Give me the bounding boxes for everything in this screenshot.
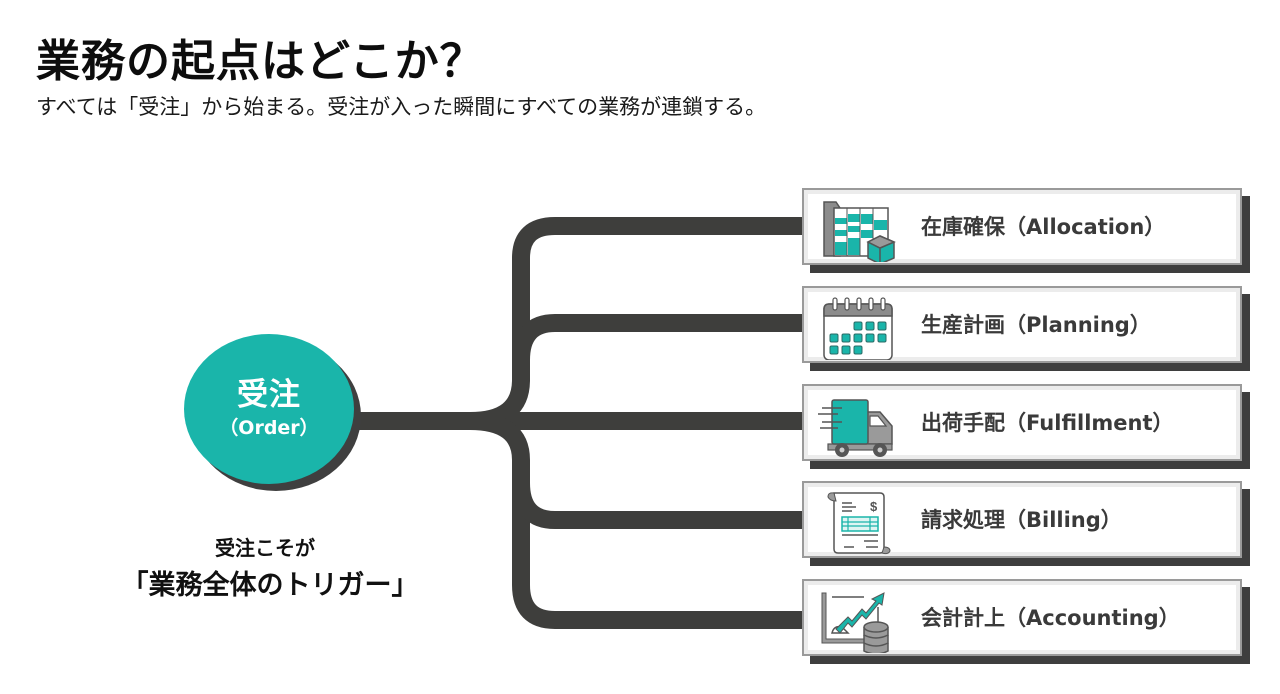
inventory-shelf-box-icon bbox=[823, 201, 896, 262]
branch-label: 会計計上（Accounting） bbox=[921, 606, 1180, 630]
branch-label: 請求処理（Billing） bbox=[921, 508, 1122, 532]
card-body: 会計計上（Accounting） bbox=[802, 579, 1242, 656]
branch-label: 生産計画（Planning） bbox=[921, 313, 1151, 337]
card-body: 在庫確保（Allocation） bbox=[802, 188, 1242, 265]
invoice-receipt-icon: $ bbox=[827, 492, 891, 555]
hub-sublabel: （Order） bbox=[219, 417, 319, 439]
calendar-icon bbox=[823, 297, 893, 360]
delivery-truck-icon bbox=[818, 399, 893, 457]
branch-card-billing: $ 請求処理（Billing） bbox=[802, 481, 1250, 566]
svg-text:$: $ bbox=[870, 499, 878, 514]
hub-label: 受注 bbox=[237, 377, 301, 413]
order-hub: 受注 （Order） bbox=[184, 334, 354, 484]
page-subtitle: すべては「受注」から始まる。受注が入った瞬間にすべての業務が連鎖する。 bbox=[36, 95, 767, 119]
branch-label: 在庫確保（Allocation） bbox=[921, 215, 1166, 239]
card-body: 生産計画（Planning） bbox=[802, 286, 1242, 363]
branch-card-fulfillment: 出荷手配（Fulfillment） bbox=[802, 384, 1250, 469]
growth-chart-database-icon bbox=[821, 592, 889, 653]
card-body: $ 請求処理（Billing） bbox=[802, 481, 1242, 558]
connector-branch-billing bbox=[512, 482, 808, 529]
branch-card-allocation: 在庫確保（Allocation） bbox=[802, 188, 1250, 273]
caption-line2: 「業務全体のトリガー」 bbox=[121, 570, 419, 601]
connector-branch-planning bbox=[512, 314, 808, 361]
branch-card-accounting: 会計計上（Accounting） bbox=[802, 579, 1250, 664]
card-body: 出荷手配（Fulfillment） bbox=[802, 384, 1242, 461]
branch-card-planning: 生産計画（Planning） bbox=[802, 286, 1250, 371]
connector-lower-trunk bbox=[469, 412, 808, 629]
page-title: 業務の起点はどこか？ bbox=[36, 36, 485, 87]
branch-label: 出荷手配（Fulfillment） bbox=[921, 411, 1174, 435]
caption-line1: 受注こそが bbox=[215, 536, 315, 560]
